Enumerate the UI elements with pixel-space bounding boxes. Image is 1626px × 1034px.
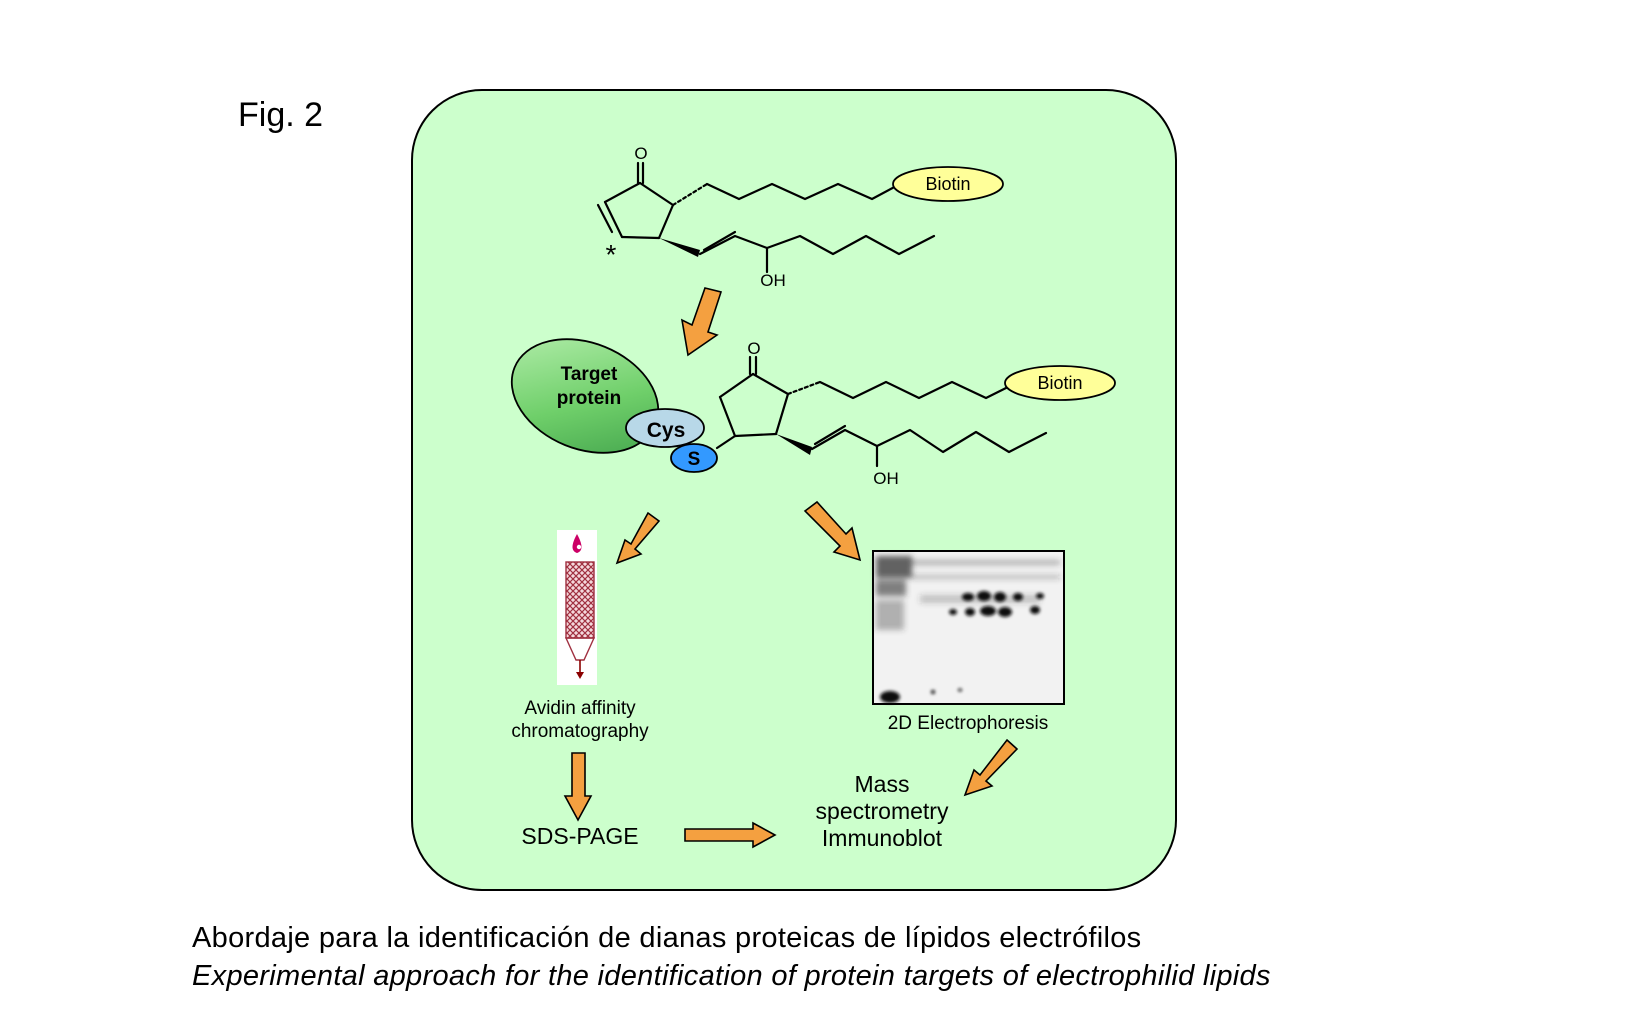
arrow-to-sds-page [563, 752, 593, 822]
arrow-gel-to-mass-spec [963, 738, 1019, 797]
arrow-to-affinity-chromatography [615, 511, 661, 565]
wedge-bond-top [659, 238, 700, 257]
biotin-tag-top [892, 166, 1004, 202]
affinity-chromatography-label-line1: Avidin affinity [524, 698, 636, 719]
adduct-carbonyl-label: O [747, 339, 760, 358]
2d-gel-image [872, 550, 1065, 705]
cysteine-label: Cys [647, 419, 686, 442]
mass-spec-label-line2: spectrometry [816, 798, 949, 824]
sds-page-label: SDS-PAGE [521, 823, 638, 849]
arrow-probe-to-adduct [680, 287, 723, 357]
asterisk-label: * [606, 239, 617, 270]
caption-spanish: Abordaje para la identificación de diana… [192, 922, 1142, 954]
affinity-column-icon [557, 530, 597, 685]
adduct-molecule [715, 355, 1048, 468]
wedge-bond-adduct [776, 434, 812, 455]
arrow-sds-to-mass-spec [684, 821, 777, 849]
affinity-chromatography-label-line2: chromatography [511, 721, 649, 742]
workflow-panel [411, 89, 1177, 891]
biotin-tag-adduct [1004, 365, 1116, 401]
top-hydroxyl-label: OH [760, 271, 786, 290]
2d-electrophoresis-label: 2D Electrophoresis [888, 713, 1049, 734]
biotin-label-top: Biotin [925, 174, 970, 194]
mass-spec-label-line1: Mass [855, 771, 910, 797]
top-carbonyl-label: O [634, 144, 647, 163]
sulfur-label: S [688, 449, 701, 470]
arrow-to-2d-electrophoresis [803, 500, 862, 562]
adduct-hydroxyl-label: OH [873, 469, 899, 488]
prostaglandin-probe-molecule [596, 161, 936, 274]
immunoblot-label: Immunoblot [822, 825, 943, 851]
sulfur-atom [670, 443, 718, 473]
figure-label: Fig. 2 [238, 96, 324, 134]
target-protein-label-line2: protein [557, 388, 621, 409]
cysteine-residue [625, 408, 705, 448]
target-protein-label-line1: Target [561, 364, 618, 385]
caption-english: Experimental approach for the identifica… [192, 960, 1271, 992]
biotin-label-adduct: Biotin [1037, 373, 1082, 393]
